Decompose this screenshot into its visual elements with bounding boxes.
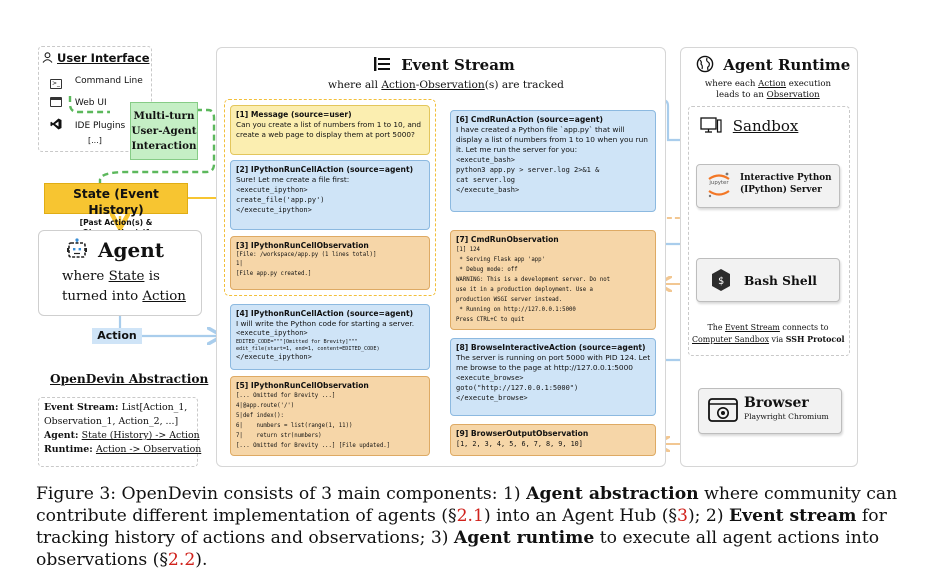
ssh-note: The Event Stream connects to Computer Sa… xyxy=(692,323,845,344)
ref-link[interactable]: 3 xyxy=(677,506,688,526)
ref-link[interactable]: 2.2 xyxy=(167,550,196,570)
user-icon xyxy=(42,52,53,63)
ui-item-web-ui: Web UI xyxy=(50,97,107,108)
browser-icon xyxy=(708,398,738,422)
multiturn-line2: User-Agent xyxy=(131,125,197,137)
globe-icon xyxy=(696,55,714,73)
event-5-ipython-observation: [5] IPythonRunCellObservation [... Omitt… xyxy=(230,376,430,456)
abstraction-line-event-stream-cont: Observation_1, Action_2, ...] xyxy=(44,416,179,427)
user-interface-title: User Interface xyxy=(57,51,150,65)
multiturn-loop xyxy=(68,96,110,114)
bash-label: Bash Shell xyxy=(744,274,817,288)
agent-desc-line2: turned into Action xyxy=(62,289,186,304)
agent-title: Agent xyxy=(98,238,165,262)
state-title: State (Event History) xyxy=(73,187,159,217)
robot-icon xyxy=(66,238,88,260)
ref-link[interactable]: 2.1 xyxy=(456,506,484,526)
abstraction-lines: Event Stream: List[Action_1, Observation… xyxy=(44,401,201,457)
abstraction-box xyxy=(38,397,198,467)
vscode-icon xyxy=(50,118,62,130)
ui-item-label: IDE Plugins xyxy=(74,121,126,131)
abstraction-line-runtime: Runtime: Action -> Observation xyxy=(44,444,202,455)
sandbox-title: Sandbox xyxy=(732,117,799,135)
figure-caption: Figure 3: OpenDevin consists of 3 main c… xyxy=(36,484,898,570)
runtime-header: Agent Runtime xyxy=(696,55,850,75)
svg-text:$: $ xyxy=(718,276,724,287)
ui-item-label: Web UI xyxy=(74,98,107,108)
runtime-subtitle: where each Action execution leads to an … xyxy=(704,79,832,100)
event-1-message: [1] Message (source=user) Can you create… xyxy=(230,105,430,155)
runtime-title: Agent Runtime xyxy=(723,56,851,74)
event-4-ipython-action: [4] IPythonRunCellAction (source=agent) … xyxy=(230,304,430,370)
web-window-icon xyxy=(50,97,62,107)
agent-desc-line1: where State is xyxy=(62,269,160,284)
ui-item-more: [...] xyxy=(88,136,102,145)
user-interface-panel xyxy=(38,46,152,152)
event-6-cmd-run-action: [6] CmdRunAction (source=agent) I have c… xyxy=(450,110,656,212)
bash-icon: $ xyxy=(710,268,732,292)
event-9-browser-observation: [9] BrowserOutputObservation [1, 2, 3, 4… xyxy=(450,424,656,456)
list-icon xyxy=(374,56,390,71)
multiturn-box: Multi-turn User-Agent Interaction xyxy=(130,102,198,160)
sandbox-box xyxy=(688,106,850,356)
ui-item-command-line: >_ Command Line xyxy=(50,76,143,89)
jupyter-wordmark: jupyter xyxy=(709,180,729,186)
state-box: State (Event History) [Past Action(s) & … xyxy=(44,183,188,237)
abstraction-line-agent: Agent: State (History) -> Action xyxy=(44,430,200,441)
terminal-icon: >_ xyxy=(50,79,62,89)
event-8-browse-action: [8] BrowseInteractiveAction (source=agen… xyxy=(450,338,656,416)
user-interface-title-row: User Interface xyxy=(42,51,150,65)
browser-label: Browser Playwright Chromium xyxy=(744,395,829,422)
event-3-ipython-observation: [3] IPythonRunCellObservation [File: /wo… xyxy=(230,236,430,290)
action-label: Action xyxy=(92,328,142,344)
jupyter-icon xyxy=(706,170,732,200)
sandbox-header: Sandbox xyxy=(700,116,798,136)
event-stream-title: Event Stream xyxy=(401,56,515,74)
ui-item-label: Command Line xyxy=(74,76,143,86)
agent-box xyxy=(38,230,202,316)
computer-icon xyxy=(700,117,722,133)
event-2-ipython-action: [2] IPythonRunCellAction (source=agent) … xyxy=(230,160,430,230)
event-7-cmd-run-observation: [7] CmdRunObservation [1] 124 * Serving … xyxy=(450,230,656,330)
browser-box xyxy=(698,388,842,434)
multiturn-line1: Multi-turn xyxy=(133,110,195,122)
ipython-server-box xyxy=(696,164,840,208)
ipython-label: Interactive Python (IPython) Server xyxy=(740,173,832,195)
event-stream-subtitle: where all Action-Observation(s) are trac… xyxy=(328,79,564,91)
multiturn-line3: Interaction xyxy=(131,140,197,152)
abstraction-line-event-stream: Event Stream: List[Action_1, xyxy=(44,402,188,413)
abstraction-title: OpenDevin Abstraction xyxy=(50,372,209,386)
event-stream-header: Event Stream xyxy=(374,55,515,75)
state-history-outline xyxy=(224,99,436,296)
ui-item-ide-plugins: IDE Plugins xyxy=(50,118,125,131)
